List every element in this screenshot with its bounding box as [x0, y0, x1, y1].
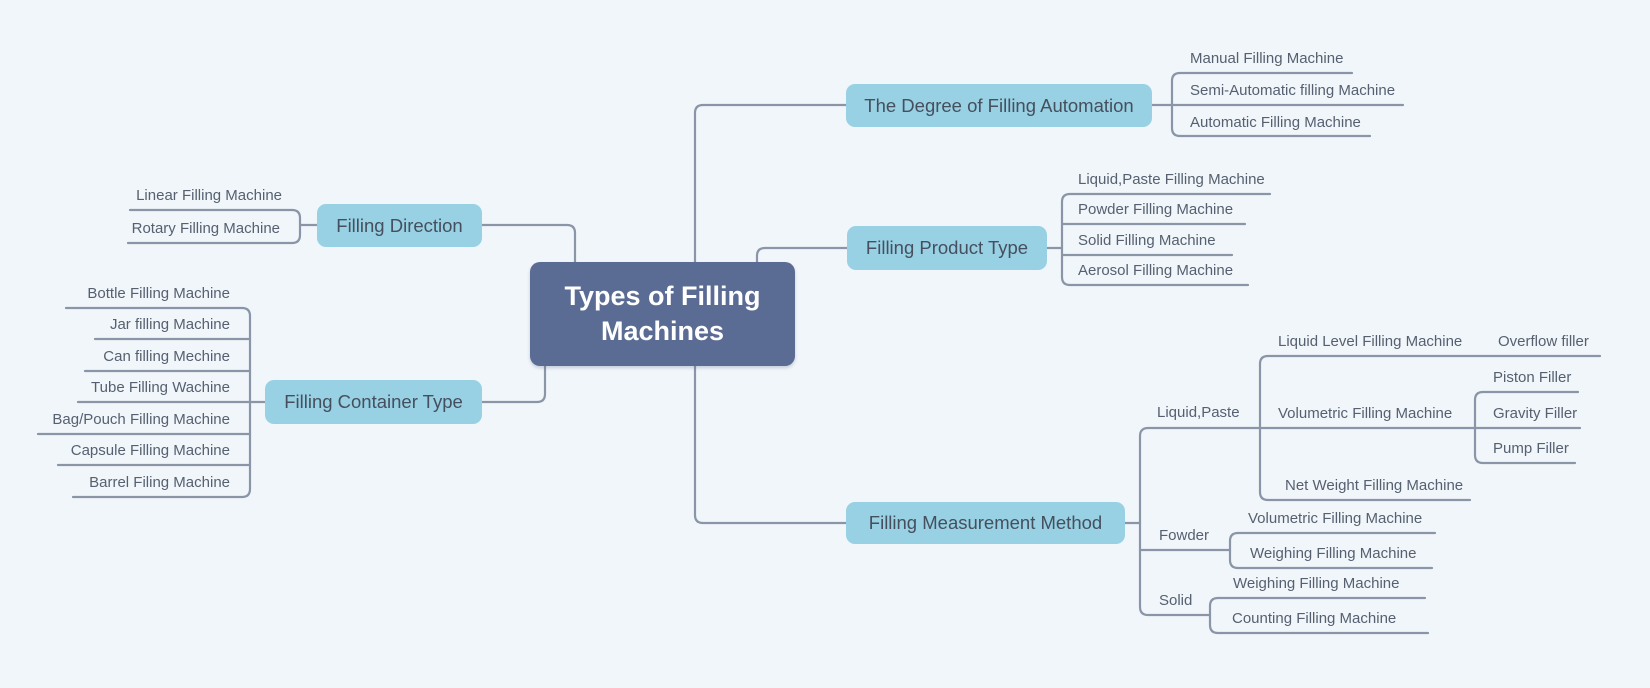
- leaf-tube-filling-wachine[interactable]: Tube Filling Wachine: [91, 379, 230, 396]
- leaf-liquid-level-filling-machine[interactable]: Liquid Level Filling Machine: [1278, 333, 1463, 350]
- leaf-solid-weighing-filling-machine[interactable]: Weighing Filling Machine: [1233, 575, 1400, 592]
- connector-central-measurement: [693, 364, 848, 525]
- connector-automation-children: [1150, 71, 1405, 138]
- connector-direction-children: [126, 208, 319, 245]
- branch-filling-product-type[interactable]: Filling Product Type: [847, 226, 1047, 270]
- leaf-jar-filling-machine[interactable]: Jar filling Machine: [109, 316, 230, 333]
- leaf-can-filling-mechine[interactable]: Can filling Mechine: [103, 348, 230, 365]
- connector-fowder-children: [1228, 531, 1437, 570]
- leaf-semi-automatic-filling-machine[interactable]: Semi-Automatic filling Machine: [1190, 82, 1396, 99]
- central-node-label: Types of Filling Machines: [564, 280, 761, 346]
- leaf-automatic-filling-machine[interactable]: Automatic Filling Machine: [1190, 114, 1361, 131]
- leaf-solid-filling-machine[interactable]: Solid Filling Machine: [1078, 232, 1216, 249]
- leaf-gravity-filler[interactable]: Gravity Filler: [1493, 405, 1578, 422]
- leaf-bottle-filling-machine[interactable]: Bottle Filling Machine: [87, 285, 230, 302]
- leaf-fowder-weighing-filling-machine[interactable]: Weighing Filling Machine: [1250, 545, 1417, 562]
- leaf-bag-pouch-filling-machine[interactable]: Bag/Pouch Filling Machine: [52, 411, 230, 428]
- branch-degree-of-filling-automation[interactable]: The Degree of Filling Automation: [846, 84, 1152, 127]
- leaf-solid-counting-filling-machine[interactable]: Counting Filling Machine: [1232, 610, 1397, 627]
- leaf-fowder-volumetric-filling-machine[interactable]: Volumetric Filling Machine: [1248, 510, 1423, 527]
- connector-central-direction: [480, 223, 577, 264]
- subnode-liquid-paste[interactable]: Liquid,Paste: [1157, 404, 1240, 421]
- leaf-liquid-paste-filling-machine[interactable]: Liquid,Paste Filling Machine: [1078, 171, 1265, 188]
- leaf-capsule-filling-machine[interactable]: Capsule Filling Machine: [70, 442, 230, 459]
- connector-container-type-children: [36, 306, 267, 499]
- subnode-fowder[interactable]: Fowder: [1159, 527, 1210, 544]
- connector-central-product-type: [755, 246, 849, 264]
- leaf-volumetric-filling-machine[interactable]: Volumetric Filling Machine: [1278, 405, 1453, 422]
- leaf-piston-filler[interactable]: Piston Filler: [1493, 369, 1572, 386]
- leaf-powder-filling-machine[interactable]: Powder Filling Machine: [1078, 201, 1234, 218]
- leaf-rotary-filling-machine[interactable]: Rotary Filling Machine: [131, 220, 280, 237]
- connector-central-automation: [693, 103, 848, 264]
- connector-volumetric-fillers: [1473, 390, 1582, 465]
- leaf-net-weight-filling-machine[interactable]: Net Weight Filling Machine: [1285, 477, 1464, 494]
- connector-measurement-children: [1123, 426, 1477, 617]
- connector-product-type-children: [1045, 192, 1272, 287]
- connector-liquid-paste-children: [1258, 354, 1602, 502]
- leaf-pump-filler[interactable]: Pump Filler: [1493, 440, 1569, 457]
- branch-filling-container-type[interactable]: Filling Container Type: [265, 380, 482, 424]
- connector-central-container-type: [480, 364, 547, 404]
- central-node[interactable]: Types of Filling Machines: [530, 262, 795, 366]
- branch-filling-direction[interactable]: Filling Direction: [317, 204, 482, 247]
- leaf-barrel-filing-machine[interactable]: Barrel Filing Machine: [89, 474, 230, 491]
- leaf-linear-filling-machine[interactable]: Linear Filling Machine: [136, 187, 282, 204]
- leaf-aerosol-filling-machine[interactable]: Aerosol Filling Machine: [1078, 262, 1234, 279]
- leaf-manual-filling-machine[interactable]: Manual Filling Machine: [1190, 50, 1344, 67]
- subnode-solid[interactable]: Solid: [1159, 592, 1193, 609]
- branch-filling-measurement-method[interactable]: Filling Measurement Method: [846, 502, 1125, 544]
- connector-solid-children: [1208, 596, 1430, 635]
- leaf-overflow-filler[interactable]: Overflow filler: [1498, 333, 1589, 350]
